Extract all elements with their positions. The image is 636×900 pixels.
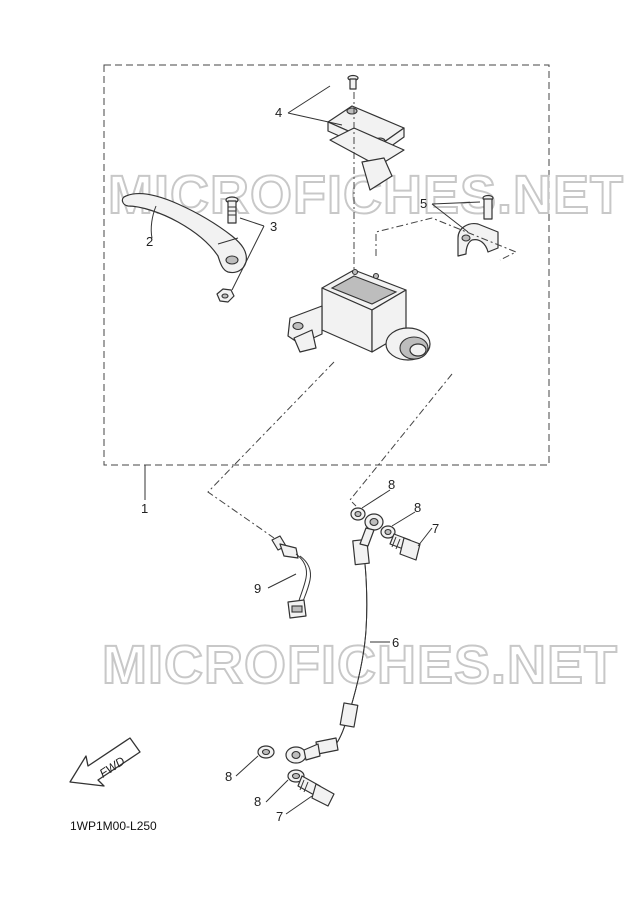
assembly-line-hose bbox=[349, 373, 453, 507]
union-bolt-parts bbox=[297, 533, 421, 807]
brake-switch-part bbox=[271, 535, 311, 619]
callout-5: 5 bbox=[420, 196, 427, 211]
brake-hose-part bbox=[285, 513, 384, 764]
assembly-line-holder bbox=[375, 217, 518, 261]
callout-8-bottom-a: 8 bbox=[225, 769, 232, 784]
assembly-boundary bbox=[103, 64, 550, 466]
watermark-bottom: MICROFICHES.NET bbox=[102, 635, 618, 695]
assembly-line-switch bbox=[207, 361, 335, 539]
callout-3: 3 bbox=[270, 219, 277, 234]
diagram-code: 1WP1M00-L250 bbox=[70, 819, 157, 833]
callout-7-bottom: 7 bbox=[276, 809, 283, 824]
callout-6: 6 bbox=[392, 635, 399, 650]
callout-9: 9 bbox=[254, 581, 261, 596]
brake-lever-part bbox=[121, 192, 247, 274]
forward-arrow-icon: FWD bbox=[69, 737, 141, 787]
master-cylinder-body bbox=[287, 268, 431, 361]
callout-8-top-b: 8 bbox=[414, 500, 421, 515]
washer-parts bbox=[257, 507, 396, 783]
callout-1: 1 bbox=[141, 501, 148, 516]
callout-2: 2 bbox=[146, 234, 153, 249]
callout-8-top-a: 8 bbox=[388, 477, 395, 492]
callout-8-bottom-b: 8 bbox=[254, 794, 261, 809]
callout-4: 4 bbox=[275, 105, 282, 120]
pivot-bolt-part bbox=[216, 196, 239, 303]
callout-7-top: 7 bbox=[432, 521, 439, 536]
leader-lines bbox=[150, 85, 481, 815]
